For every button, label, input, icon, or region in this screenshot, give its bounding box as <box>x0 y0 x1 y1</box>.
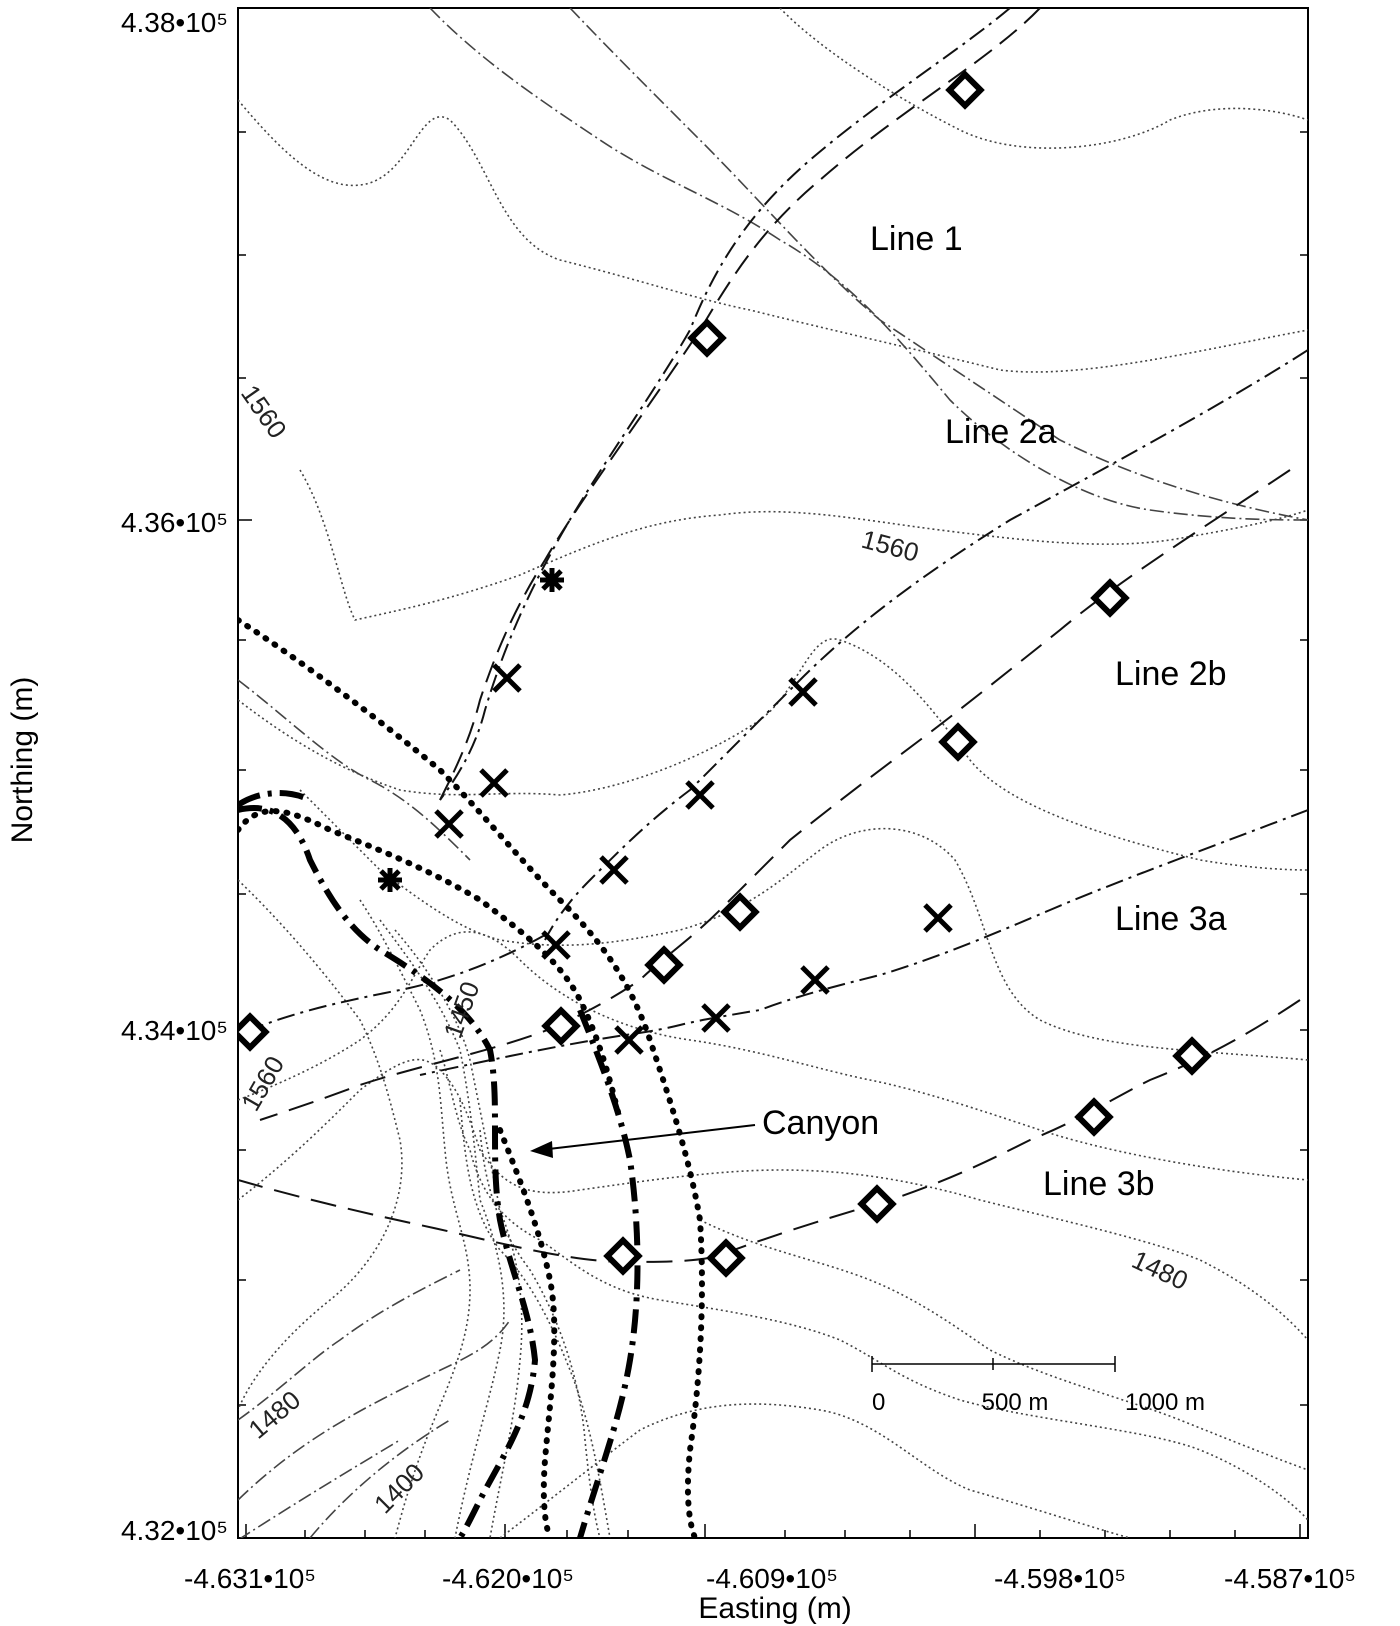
plot-frame <box>237 7 1309 1539</box>
x-tick-label: -4.609•10⁵ <box>706 1563 838 1594</box>
canyon-axis-dashdot-east <box>577 1008 641 1538</box>
y-tick-label: 4.32•10⁵ <box>121 1515 228 1546</box>
x-tick-label: -4.620•10⁵ <box>442 1563 574 1594</box>
scale-label: 500 m <box>982 1389 1049 1416</box>
x-axis-title: Easting (m) <box>698 1592 851 1625</box>
scale-bar <box>871 1356 1116 1372</box>
y-tick-label: 4.36•10⁵ <box>121 507 228 538</box>
profile-line-3a-west <box>249 934 546 1031</box>
canyon-dashdot-north <box>238 790 312 808</box>
canyon-label: Canyon <box>762 1104 879 1142</box>
profile-lines <box>238 8 1308 1264</box>
y-tick-label: 4.34•10⁵ <box>121 1015 228 1046</box>
line-label: Line 2b <box>1115 655 1227 693</box>
canyon-rim-dotted-outer <box>238 617 705 1538</box>
asterisk-marker <box>378 868 402 892</box>
line-label: Line 2a <box>945 413 1057 451</box>
canyon-rim-dotted-west <box>497 1127 558 1538</box>
line-label: Line 1 <box>870 220 963 258</box>
x-tick-label: -4.587•10⁵ <box>1224 1563 1356 1594</box>
profile-line-2b <box>259 469 1291 1121</box>
y-tick-label: 4.38•10⁵ <box>121 7 228 38</box>
line-label: Line 3a <box>1115 900 1227 938</box>
profile-line-3b <box>238 999 1301 1264</box>
x-tick-label: -4.631•10⁵ <box>184 1563 316 1594</box>
asterisk-marker <box>540 568 564 592</box>
profile-line-1b <box>439 8 1011 801</box>
canyon-edges <box>238 617 705 1538</box>
canyon-arrow <box>530 1124 756 1158</box>
contours-dotted <box>238 8 1308 1538</box>
y-axis-title: Northing (m) <box>6 677 39 844</box>
profile-line-1 <box>439 8 1041 801</box>
scale-label: 1000 m <box>1125 1389 1205 1416</box>
scale-label: 0 <box>872 1389 885 1416</box>
profile-line-3a <box>419 809 1308 1076</box>
canyon-rim-dotted-inner <box>238 808 623 1123</box>
line-label: Line 3b <box>1043 1165 1155 1203</box>
profile-line-2a <box>544 349 1308 941</box>
canyon-axis-dashdot-west <box>238 805 539 1538</box>
x-tick-label: -4.598•10⁵ <box>994 1563 1126 1594</box>
